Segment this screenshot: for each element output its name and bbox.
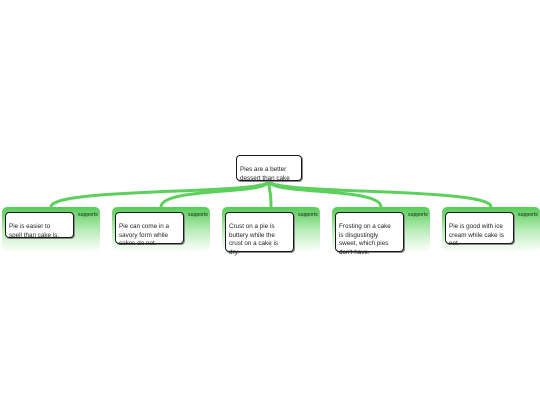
relation-label-4: supports bbox=[408, 212, 428, 218]
connector-4 bbox=[267, 179, 383, 209]
child-node-4-text: Frosting on a cake is disgustingly sweet… bbox=[339, 223, 391, 256]
connector-5 bbox=[267, 179, 493, 209]
relation-label-2: supports bbox=[188, 212, 208, 218]
relation-label-5: supports bbox=[518, 212, 538, 218]
child-node-1-text: Pie is easier to spell than cake is. bbox=[9, 223, 60, 239]
child-node-4[interactable]: Frosting on a cake is disgustingly sweet… bbox=[335, 212, 404, 256]
root-node[interactable]: Pies are a better dessert than cake bbox=[236, 155, 302, 182]
child-node-3-text: Crust on a pie is buttery while the crus… bbox=[229, 223, 278, 256]
connector-2 bbox=[159, 179, 271, 209]
child-node-1[interactable]: Pie is easier to spell than cake is. bbox=[5, 212, 74, 239]
child-node-5-text: Pie is good with ice cream while cake is… bbox=[449, 223, 504, 248]
child-node-3[interactable]: Crust on a pie is buttery while the crus… bbox=[225, 212, 294, 256]
child-node-2[interactable]: Pie can come in a savory form while cake… bbox=[115, 212, 184, 248]
root-node-text: Pies are a better dessert than cake bbox=[240, 166, 290, 182]
child-node-5[interactable]: Pie is good with ice cream while cake is… bbox=[445, 212, 514, 248]
child-node-2-text: Pie can come in a savory form while cake… bbox=[119, 223, 170, 248]
relation-label-3: supports bbox=[298, 212, 318, 218]
relation-label-1: supports bbox=[78, 212, 98, 218]
connector-1 bbox=[49, 179, 271, 209]
